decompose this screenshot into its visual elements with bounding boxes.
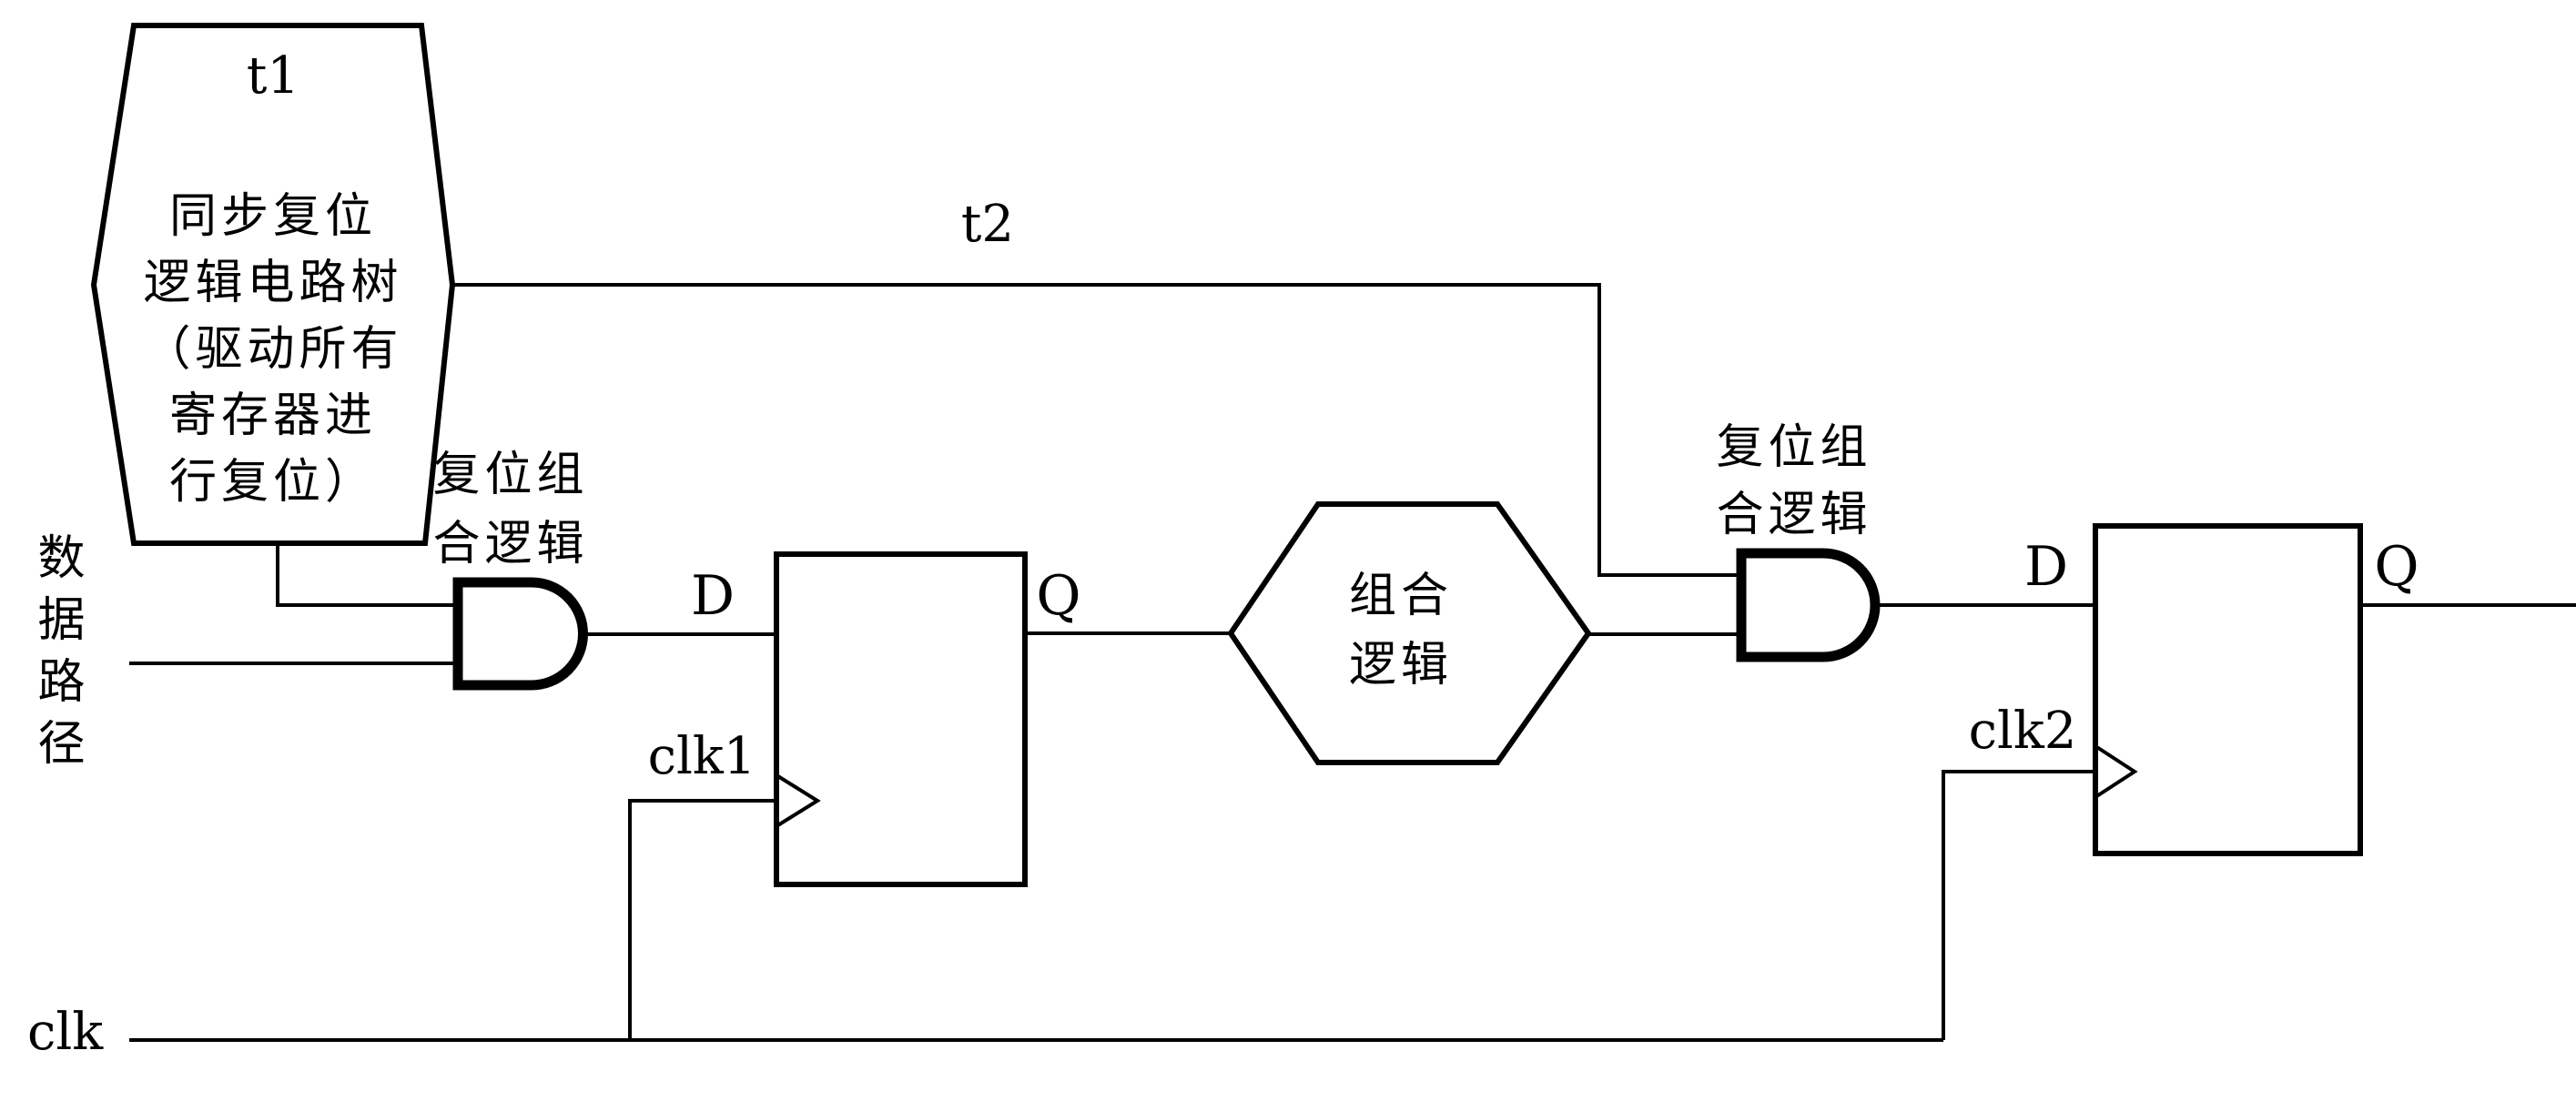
- dff2-q-label: Q: [2374, 535, 2419, 599]
- reset-to-and1-wire: [276, 543, 458, 607]
- and-gate-1: [452, 577, 588, 691]
- t2-wire: [452, 283, 1741, 577]
- dff2-box: [2093, 523, 2363, 856]
- and-gate-2: [1736, 548, 1881, 662]
- clk2-wire: [1942, 770, 2095, 1040]
- comb-logic-hexagon: [1227, 501, 1592, 765]
- dff1-clock-triangle: [775, 773, 821, 828]
- reset-tree-title: t1: [246, 46, 300, 106]
- comb-logic-label: 组合 逻辑: [1348, 569, 1453, 692]
- dff1-q-label: Q: [1036, 564, 1081, 628]
- dff1-box: [774, 551, 1028, 887]
- and2-reset-logic-label: 复位组 合逻辑: [1716, 420, 1872, 542]
- reset-tree-body-label: 同步复位 逻辑电路树 （驱动所有 寄存器进 行复位）: [143, 189, 403, 510]
- clk1-label: clk1: [647, 727, 756, 786]
- clk2-label: clk2: [1968, 702, 2077, 761]
- dff2-d-label: D: [2023, 535, 2069, 599]
- t2-label: t2: [960, 195, 1015, 254]
- reset-tree-hexagon: [90, 23, 456, 546]
- data-path-label: 数据路径: [29, 532, 84, 780]
- and1-reset-logic-label: 复位组 合逻辑: [432, 448, 589, 571]
- dff1-d-label: D: [690, 564, 735, 628]
- clk1-wire: [628, 799, 776, 1040]
- clk-label: clk: [27, 1003, 104, 1062]
- dff2-clock-triangle: [2094, 744, 2138, 799]
